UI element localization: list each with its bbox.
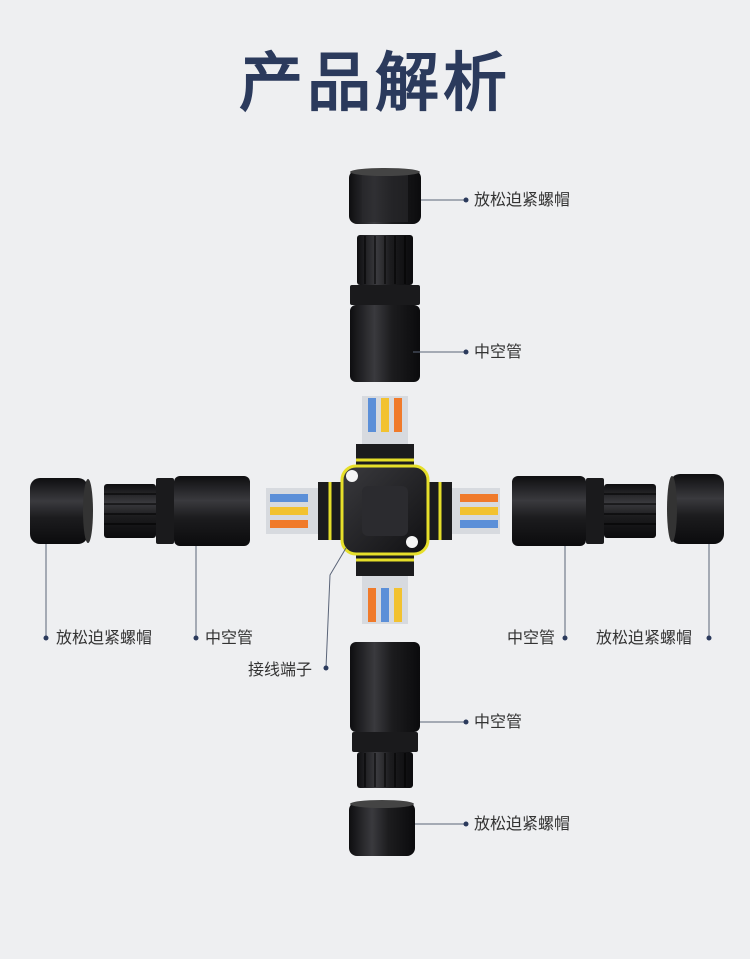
right-cap (667, 474, 724, 544)
right-tube (512, 476, 656, 546)
bottom-cap (349, 800, 415, 856)
top-cap (349, 168, 421, 224)
left-terminal (266, 488, 322, 534)
label-right-tube: 中空管 (507, 628, 556, 647)
center-junction-body (318, 444, 452, 576)
bottom-terminal (362, 572, 408, 624)
label-top-cap: 放松迫紧螺帽 (474, 190, 571, 209)
top-tube (350, 235, 420, 382)
left-tube (104, 476, 250, 546)
label-terminal: 接线端子 (248, 660, 313, 679)
page-title: 产品解析 (239, 47, 511, 121)
left-cap (30, 478, 93, 544)
label-left-tube: 中空管 (205, 628, 254, 647)
label-top-tube: 中空管 (474, 342, 523, 361)
right-terminal (444, 488, 500, 534)
label-bottom-cap: 放松迫紧螺帽 (474, 814, 571, 833)
label-bottom-tube: 中空管 (474, 712, 523, 731)
top-terminal (362, 396, 408, 448)
leader-lines (43, 197, 712, 827)
label-right-cap: 放松迫紧螺帽 (596, 628, 693, 647)
bottom-tube (350, 642, 420, 788)
label-left-cap: 放松迫紧螺帽 (56, 628, 153, 647)
